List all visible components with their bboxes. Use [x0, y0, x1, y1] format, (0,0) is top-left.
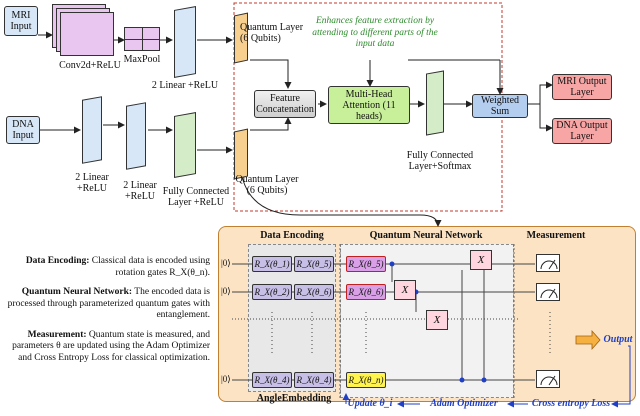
qubit-ket: |0⟩ — [221, 286, 231, 296]
dna-linear1-label: 2 Linear +ReLU — [75, 172, 109, 194]
measurement-meter-icon — [536, 254, 560, 272]
mri-input: MRI Input — [4, 6, 38, 36]
weighted-sum: Weighted Sum — [472, 94, 528, 118]
section-qnn: Quantum Neural Network — [369, 230, 483, 241]
mri-linear-label: 2 Linear +ReLU — [151, 80, 219, 91]
dna-quantum-slab — [234, 128, 248, 180]
feature-concatenation: Feature Concatenation — [254, 90, 316, 118]
description-panel: Data Encoding: Classical data is encoded… — [4, 256, 210, 364]
measurement-description: Measurement: Quantum state is measured, … — [12, 329, 210, 363]
encoding-description: Data Encoding: Classical data is encoded… — [25, 256, 210, 278]
multi-head-attention: Multi-Head Attention (11 heads) — [328, 86, 410, 124]
dna-quantum-label: Quantum Layer (6 Qubits) — [235, 174, 299, 196]
x-gate: X — [470, 250, 492, 270]
conv-label: Conv2d+ReLU — [59, 60, 121, 71]
mri-linear-slab — [174, 6, 196, 78]
angle-embedding-label: AngleEmbedding — [256, 393, 332, 404]
measurement-meter-icon — [536, 283, 560, 301]
dna-input: DNA Input — [6, 116, 40, 144]
dna-fc-slab — [174, 112, 196, 178]
x-gate: X — [394, 280, 416, 300]
output-label: Output — [603, 334, 633, 345]
mri-quantum-label: Quantum Layer (6 Qubits) — [240, 22, 304, 44]
encoding-gate: R_X(θ_1) — [252, 256, 292, 272]
measurement-meter-icon — [536, 370, 560, 388]
fusion-fc-label: Fully Connected Layer+Softmax — [406, 150, 474, 172]
encoding-gate: R_X(θ_4) — [294, 372, 334, 388]
dna-linear2-label: 2 Linear +ReLU — [123, 180, 157, 202]
dna-linear1-slab — [82, 96, 102, 164]
encoding-gate: R_X(θ_5) — [294, 256, 334, 272]
update-theta-label: Update θ_i — [347, 398, 393, 409]
qubit-ket: |0⟩ — [221, 258, 231, 268]
dna-fc-label: Fully Connected Layer +ReLU — [162, 186, 230, 208]
conv-slab — [60, 12, 114, 56]
adam-optimizer-label: Adam Optimizer — [430, 398, 498, 409]
qnn-description: Quantum Neural Network: The encoded data… — [7, 287, 210, 320]
maxpool-label: MaxPool — [123, 54, 161, 65]
section-measurement: Measurement — [526, 230, 586, 241]
attention-note: Enhances feature extraction by attending… — [312, 16, 438, 49]
fusion-fc-slab — [426, 70, 444, 136]
dna-output-layer: DNA Output Layer — [552, 118, 612, 144]
dna-linear2-slab — [126, 102, 146, 170]
maxpool-grid — [124, 27, 160, 51]
parameterized-gate: R_X(θ_n) — [346, 372, 386, 388]
parameterized-gate: R_X(θ_6) — [346, 284, 386, 300]
encoding-gate: R_X(θ_6) — [294, 284, 334, 300]
section-data-encoding: Data Encoding — [260, 230, 324, 241]
cross-entropy-label: Cross entropy Loss — [531, 398, 611, 409]
encoding-gate: R_X(θ_2) — [252, 284, 292, 300]
parameterized-gate: R_X(θ_5) — [346, 256, 386, 272]
x-gate: X — [426, 310, 448, 330]
mri-output-layer: MRI Output Layer — [552, 74, 612, 100]
qubit-ket: |0⟩ — [221, 374, 231, 384]
encoding-gate: R_X(θ_4) — [252, 372, 292, 388]
